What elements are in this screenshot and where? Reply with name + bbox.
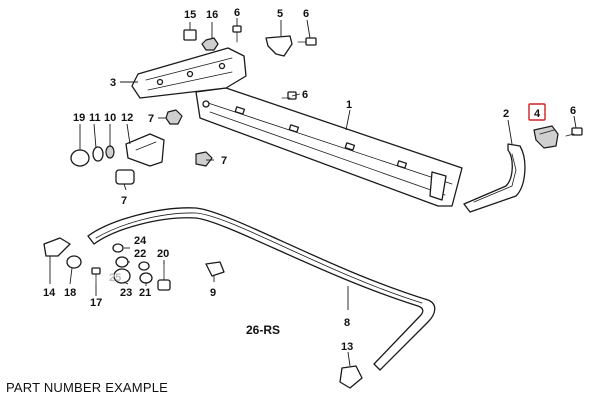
callout-7a: 7 bbox=[148, 113, 154, 125]
leader-lines bbox=[49, 18, 577, 367]
part-17-screw bbox=[91, 267, 101, 285]
callout-9: 9 bbox=[210, 287, 216, 299]
callout-6b: 6 bbox=[303, 8, 309, 20]
part-1-main-rail bbox=[195, 87, 463, 207]
part-7-nut-b bbox=[195, 151, 213, 167]
callout-7b: 7 bbox=[221, 155, 227, 167]
part-8-lower-rail bbox=[87, 207, 436, 371]
callout-11: 11 bbox=[89, 112, 101, 124]
part-20-bolt bbox=[157, 261, 171, 291]
caption: PART NUMBER EXAMPLE bbox=[6, 380, 169, 395]
part-6-screw-d bbox=[565, 127, 583, 137]
callout-2: 2 bbox=[503, 108, 509, 120]
part-2-end-piece bbox=[463, 143, 526, 213]
part-15-clip bbox=[183, 29, 197, 41]
part-3-upper-bracket bbox=[131, 47, 247, 99]
part-9-clip bbox=[205, 261, 225, 277]
callout-21: 21 bbox=[139, 287, 151, 299]
callout-6c: 6 bbox=[302, 89, 308, 101]
section-label: 26-RS bbox=[246, 323, 280, 337]
callout-3: 3 bbox=[110, 77, 116, 89]
part-6-screw-c bbox=[281, 91, 297, 100]
highlight-box-part-4 bbox=[528, 103, 546, 121]
part-22-nut bbox=[115, 256, 129, 268]
callout-5: 5 bbox=[277, 8, 283, 20]
part-18-grommet bbox=[66, 255, 82, 269]
part-10-washer bbox=[105, 145, 115, 159]
part-6-screw-a bbox=[232, 25, 242, 43]
callout-25: 25 bbox=[109, 272, 121, 284]
callout-10: 10 bbox=[104, 112, 116, 124]
callout-24: 24 bbox=[134, 235, 147, 247]
callout-6d: 6 bbox=[570, 105, 576, 117]
part-6-screw-b bbox=[297, 37, 317, 46]
part-25-washer bbox=[138, 261, 150, 271]
callout-14: 14 bbox=[43, 287, 56, 299]
callout-20: 20 bbox=[157, 248, 169, 260]
callout-labels: 15 16 6 5 6 3 6 1 2 4 6 19 11 10 12 7 7 … bbox=[43, 7, 576, 353]
callout-7c: 7 bbox=[121, 195, 127, 207]
part-5-clip bbox=[265, 35, 293, 57]
part-23-spacer bbox=[113, 268, 131, 284]
callout-22: 22 bbox=[134, 248, 146, 260]
part-12-bracket bbox=[125, 133, 165, 167]
callout-1: 1 bbox=[346, 99, 352, 111]
callout-15: 15 bbox=[184, 9, 196, 21]
part-24-washer bbox=[112, 243, 124, 253]
part-7-nut-a bbox=[165, 109, 183, 125]
callout-8: 8 bbox=[344, 317, 350, 329]
callout-4: 4 bbox=[534, 108, 541, 120]
part-11-washer bbox=[92, 146, 104, 162]
part-7-nut-c bbox=[115, 169, 135, 185]
callout-13: 13 bbox=[341, 341, 353, 353]
callout-23: 23 bbox=[120, 287, 132, 299]
part-21-washer bbox=[139, 272, 153, 284]
callout-17: 17 bbox=[90, 297, 102, 309]
callout-19: 19 bbox=[73, 112, 85, 124]
callout-6a: 6 bbox=[234, 7, 240, 19]
callout-12: 12 bbox=[121, 112, 133, 124]
part-14-bracket bbox=[43, 237, 71, 257]
part-19-grommet bbox=[70, 149, 90, 167]
part-13-clip bbox=[339, 365, 363, 389]
callout-16: 16 bbox=[206, 9, 218, 21]
part-16-nut bbox=[201, 37, 219, 51]
part-4-cap bbox=[533, 125, 559, 149]
callout-18: 18 bbox=[64, 287, 76, 299]
